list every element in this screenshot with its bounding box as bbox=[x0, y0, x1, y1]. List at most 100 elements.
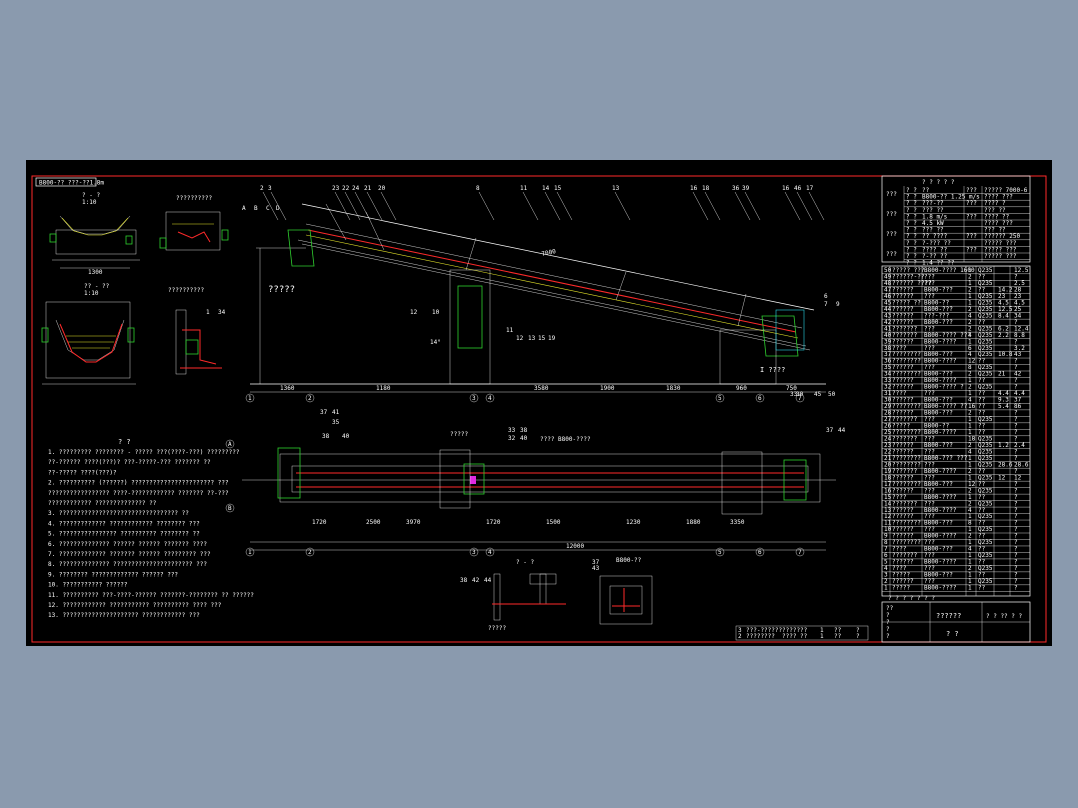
parts-qty: 1 bbox=[968, 267, 972, 274]
parts-total: ? bbox=[1014, 539, 1018, 546]
parts-qty: 2 bbox=[968, 487, 972, 494]
parts-spec: ??? bbox=[924, 461, 935, 468]
title-side-label: ? bbox=[886, 626, 890, 633]
spec-cell: ? ? bbox=[906, 200, 917, 207]
parts-mat: ?? bbox=[978, 358, 986, 365]
parts-total: ? bbox=[1014, 559, 1018, 566]
section-a-tag-3: 44 bbox=[484, 577, 492, 584]
plan-axis-bubble bbox=[755, 547, 765, 557]
parts-qty: 2 bbox=[968, 533, 972, 540]
parts-mat: Q235 bbox=[978, 338, 993, 345]
parts-no: 29 bbox=[884, 403, 892, 410]
spec-cell: ???? ?? bbox=[922, 246, 948, 253]
dim-label: 1180 bbox=[376, 385, 391, 392]
parts-no: 49 bbox=[884, 273, 892, 280]
spec-cell: ? ? bbox=[906, 187, 917, 194]
parts-no: 40 bbox=[884, 332, 892, 339]
parts-no: 46 bbox=[884, 293, 892, 300]
part-leader bbox=[522, 191, 539, 221]
parts-qty: 1 bbox=[968, 552, 972, 559]
part-leader bbox=[784, 191, 801, 221]
parts-mat: ?? bbox=[978, 286, 986, 293]
support-head bbox=[775, 309, 805, 351]
parts-qty: 2 bbox=[968, 371, 972, 378]
spec-cell: ?????? 250 bbox=[984, 233, 1021, 240]
support-mid-inner bbox=[457, 285, 483, 349]
title-side-label: ? bbox=[886, 619, 890, 626]
detail3-scale: 1:10 bbox=[84, 290, 99, 297]
conveyor-rail-2 bbox=[301, 243, 811, 351]
parts-mat: Q235 bbox=[978, 513, 993, 520]
parts-mat: ?? bbox=[978, 572, 986, 579]
parts-spec: B800-???? ?? bbox=[924, 403, 968, 410]
parts-qty: 1 bbox=[968, 338, 972, 345]
parts-qty: 1 bbox=[968, 494, 972, 501]
plan-dim-label: 3970 bbox=[406, 519, 421, 526]
parts-spec: ??? bbox=[924, 578, 935, 585]
parts-spec: ??? bbox=[924, 416, 935, 423]
ref-qty: 1 bbox=[820, 633, 824, 640]
parts-name: ????? bbox=[892, 585, 910, 592]
parts-name: ????? bbox=[892, 423, 910, 430]
plan-axis-label: 2 bbox=[308, 549, 312, 556]
parts-spec: ??? bbox=[924, 552, 935, 559]
dim-label: 3580 bbox=[534, 385, 549, 392]
note-line: ??-????? ????(???)? bbox=[48, 469, 117, 476]
note-line: 11. ?????????? ???-????-?????? ???????-?… bbox=[48, 592, 254, 599]
axis-label-7: 7 bbox=[798, 395, 802, 402]
parts-name: ?????? bbox=[892, 306, 914, 313]
part-leader bbox=[478, 191, 495, 221]
parts-no: 36 bbox=[884, 358, 892, 365]
detail1-clamp-l bbox=[49, 233, 57, 243]
tail-pulley-frame bbox=[287, 229, 315, 267]
parts-mat: ?? bbox=[978, 481, 986, 488]
bottom-label-15: 15 bbox=[538, 335, 546, 342]
detail-section-3: ?? - ?? 1:10 bbox=[41, 283, 136, 385]
parts-total: ? bbox=[1014, 338, 1018, 345]
parts-name: ??????? bbox=[892, 468, 918, 475]
note-line: 6. ?????????????? ?????? ?????? ??????? … bbox=[48, 541, 207, 548]
ref-note: ? bbox=[856, 633, 860, 640]
parts-unit: 28.6 bbox=[998, 461, 1013, 468]
parts-qty: 1 bbox=[968, 390, 972, 397]
plan-mid-mark bbox=[470, 476, 476, 484]
parts-total: 3.2 bbox=[1014, 345, 1025, 352]
parts-mat: ?? bbox=[978, 468, 986, 475]
parts-spec: ??? bbox=[924, 364, 935, 371]
parts-total: 42 bbox=[1014, 371, 1022, 378]
parts-spec: B800-???? bbox=[924, 338, 957, 345]
detail-section-2: ?????????? bbox=[159, 195, 229, 251]
spec-cell: ?? bbox=[922, 187, 930, 194]
parts-name: ???????? bbox=[892, 481, 921, 488]
parts-no: 12 bbox=[884, 513, 892, 520]
parts-spec: ??? bbox=[924, 390, 935, 397]
parts-mat: ?? bbox=[978, 559, 986, 566]
parts-total: ? bbox=[1014, 423, 1018, 430]
axis-bubble bbox=[755, 393, 765, 403]
note-line: 12. ???????????? ??????????? ?????????? … bbox=[48, 602, 222, 609]
bottom-label-19: 19 bbox=[548, 335, 556, 342]
parts-spec: B800-??? bbox=[924, 546, 953, 553]
parts-total: 12.5 bbox=[1014, 267, 1029, 274]
parts-spec: B800-??? bbox=[924, 286, 953, 293]
parts-qty: 4 bbox=[968, 332, 972, 339]
parts-mat: ?? bbox=[978, 423, 986, 430]
parts-name: ???? bbox=[892, 345, 907, 352]
parts-mat: Q235 bbox=[978, 455, 993, 462]
parts-name: ???????? bbox=[892, 371, 921, 378]
parts-name: ?????? bbox=[892, 364, 914, 371]
section-bottom-b: B800-?? 37 43 bbox=[592, 557, 653, 625]
parts-name: ??????? bbox=[892, 500, 918, 507]
plan-axis-bubble bbox=[225, 439, 235, 449]
ref-spec: ???? ?? bbox=[782, 633, 808, 640]
parts-total: 4.5 bbox=[1014, 299, 1025, 306]
section-b-title: B800-?? bbox=[616, 557, 642, 564]
plan-axis-bubble bbox=[305, 547, 315, 557]
parts-no: 27 bbox=[884, 416, 892, 423]
parts-no: 25 bbox=[884, 429, 892, 436]
plan-dim-label: 2500 bbox=[366, 519, 381, 526]
parts-no: 15 bbox=[884, 494, 892, 501]
plan-axis-bubble bbox=[715, 547, 725, 557]
